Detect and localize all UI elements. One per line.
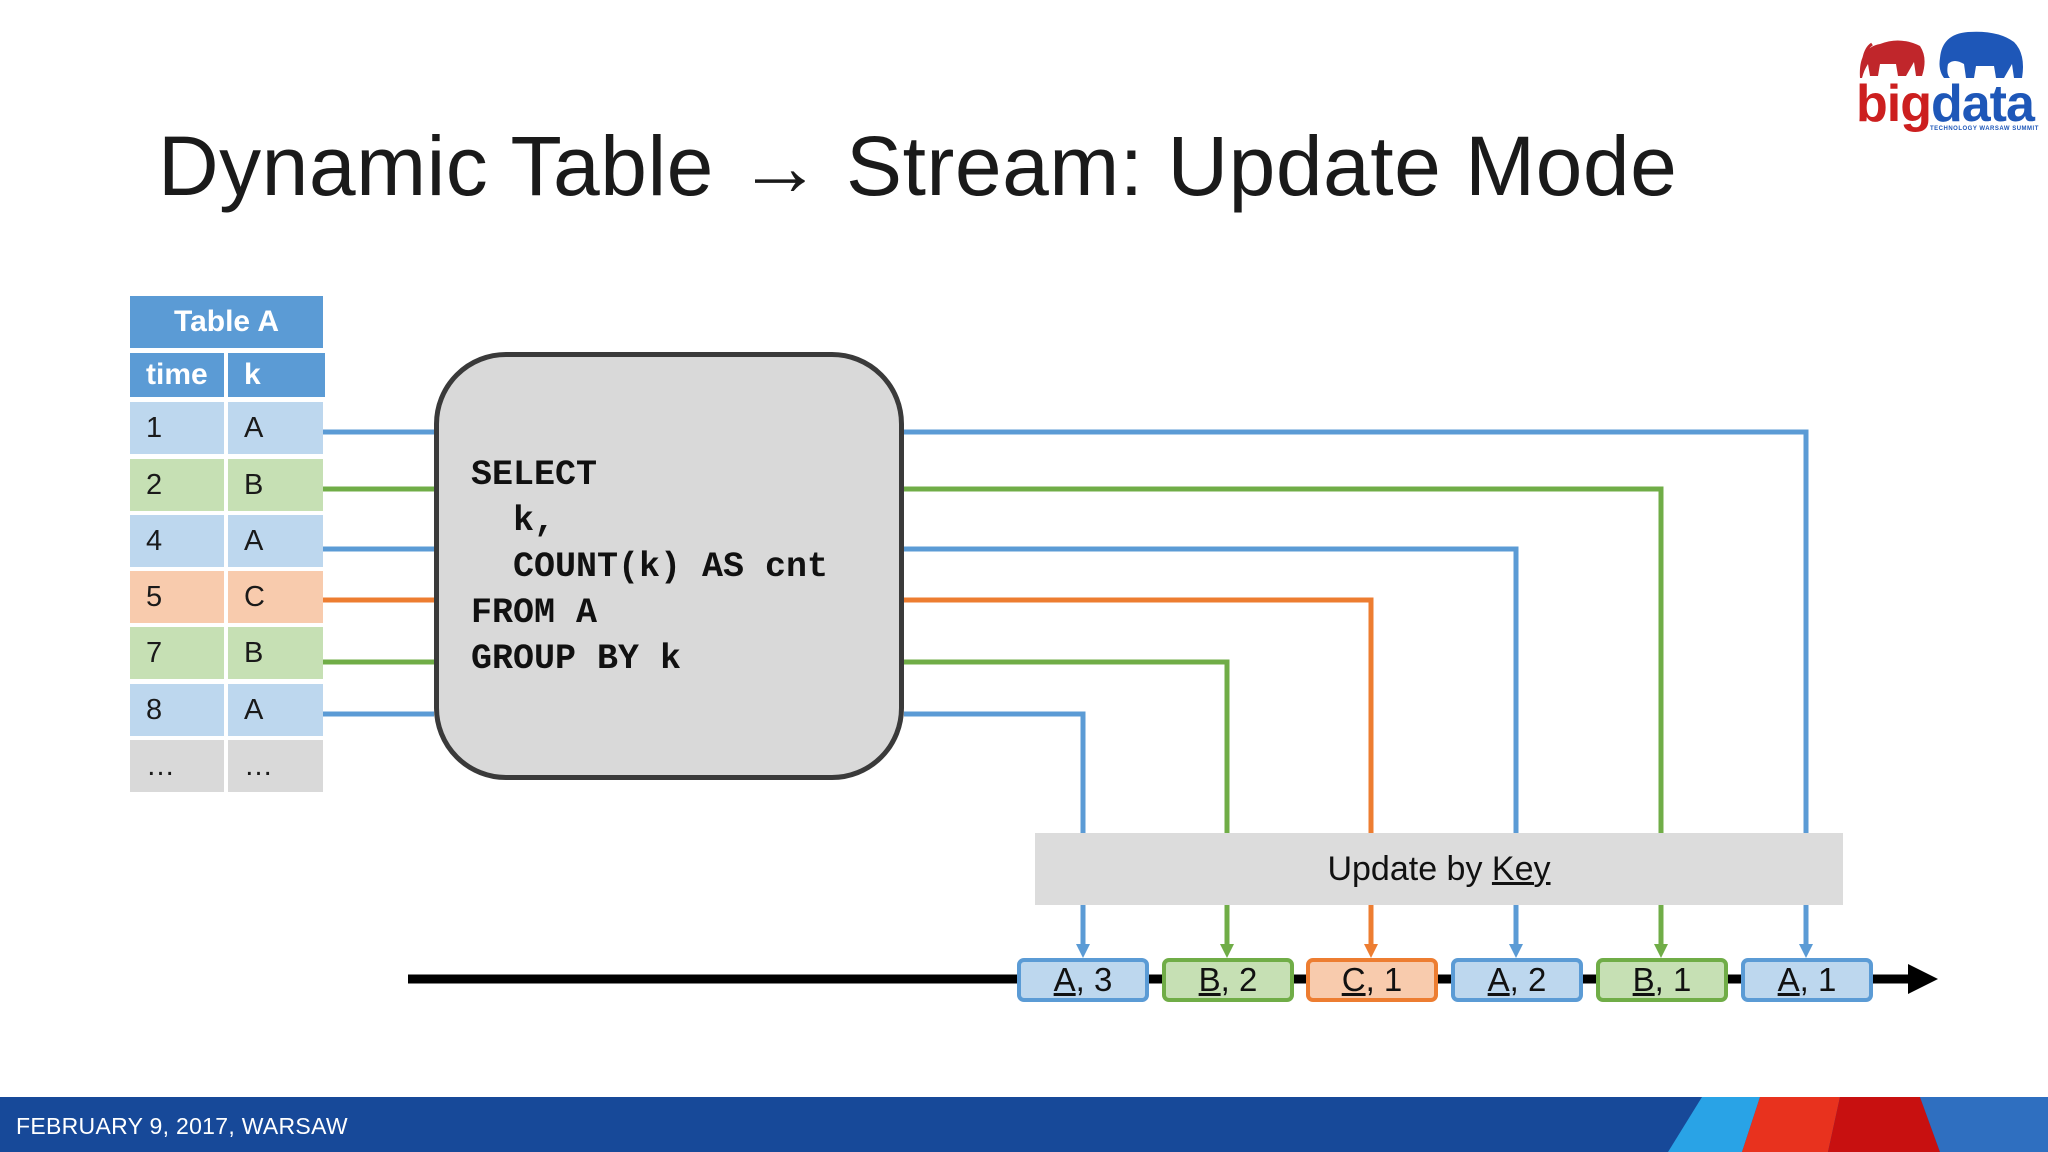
footer-decoration — [1668, 1097, 2048, 1152]
query-line: GROUP BY k — [471, 639, 682, 679]
query-line: SELECT — [471, 455, 598, 495]
table-cell-time: … — [130, 740, 224, 792]
event-key: B — [1632, 961, 1655, 998]
event-value: 1 — [1818, 961, 1837, 998]
query-line: COUNT(k) AS cnt — [471, 547, 829, 587]
arrowhead-a3 — [1076, 944, 1090, 958]
arrowhead-b2 — [1220, 944, 1234, 958]
query-line: k, — [471, 501, 556, 541]
stream-arrowhead — [1908, 964, 1938, 994]
stream-event: A, 2 — [1451, 958, 1583, 1002]
column-header-time: time — [130, 353, 224, 397]
table-cell-time: 7 — [130, 627, 224, 679]
arrowhead-b1 — [1654, 944, 1668, 958]
arrowhead-c1 — [1364, 944, 1378, 958]
event-key: A — [1777, 961, 1800, 998]
table-cell-time: 4 — [130, 515, 224, 567]
table-cell-k: … — [228, 740, 323, 792]
table-cell-k: A — [228, 684, 323, 736]
table-cell-time: 5 — [130, 571, 224, 623]
table-cell-k: B — [228, 459, 323, 511]
arrowhead-a2 — [1509, 944, 1523, 958]
table-title: Table A — [130, 296, 323, 348]
event-value: 3 — [1094, 961, 1113, 998]
query-box: SELECT k, COUNT(k) AS cnt FROM A GROUP B… — [434, 352, 904, 780]
footer-date: FEBRUARY 9, 2017, WARSAW — [16, 1113, 348, 1139]
update-key-label: Key — [1491, 849, 1551, 888]
update-by-label: Update by — [1327, 849, 1492, 888]
output-wire-c1 — [904, 597, 1374, 948]
bigdata-logo-elephants — [1859, 31, 2023, 78]
stream-event: B, 1 — [1596, 958, 1728, 1002]
logo-wordmark: bigdata — [1856, 75, 2035, 133]
slide-title: Dynamic Table → Stream: Update Mode — [158, 119, 1678, 213]
column-header-k: k — [228, 353, 325, 397]
event-value: 1 — [1673, 961, 1692, 998]
output-wire-b2 — [904, 659, 1230, 948]
table-cell-time: 2 — [130, 459, 224, 511]
table-cell-time: 8 — [130, 684, 224, 736]
output-wire-b1 — [904, 486, 1664, 948]
table-cell-time: 1 — [130, 402, 224, 454]
table-cell-k: A — [228, 515, 323, 567]
update-by-key-band: Update by Key — [1035, 833, 1843, 905]
arrowhead-a1 — [1799, 944, 1813, 958]
event-key: B — [1198, 961, 1221, 998]
stream-event: A, 1 — [1741, 958, 1873, 1002]
table-cell-k: B — [228, 627, 323, 679]
stream-event: C, 1 — [1306, 958, 1438, 1002]
output-wire-a2 — [904, 546, 1519, 948]
event-value: 1 — [1383, 961, 1403, 998]
stream-event: A, 3 — [1017, 958, 1149, 1002]
event-key: A — [1053, 961, 1076, 998]
event-key: C — [1341, 961, 1366, 998]
logo-subtitle: TECHNOLOGY WARSAW SUMMIT — [1930, 126, 2039, 132]
query-line: FROM A — [471, 593, 598, 633]
event-value: 2 — [1528, 961, 1547, 998]
table-cell-k: C — [228, 571, 323, 623]
table-cell-k: A — [228, 402, 323, 454]
stream-event: B, 2 — [1162, 958, 1294, 1002]
event-value: 2 — [1239, 961, 1258, 998]
event-key: A — [1487, 961, 1510, 998]
output-wire-a3 — [904, 711, 1086, 948]
output-wire-a1 — [904, 429, 1809, 948]
